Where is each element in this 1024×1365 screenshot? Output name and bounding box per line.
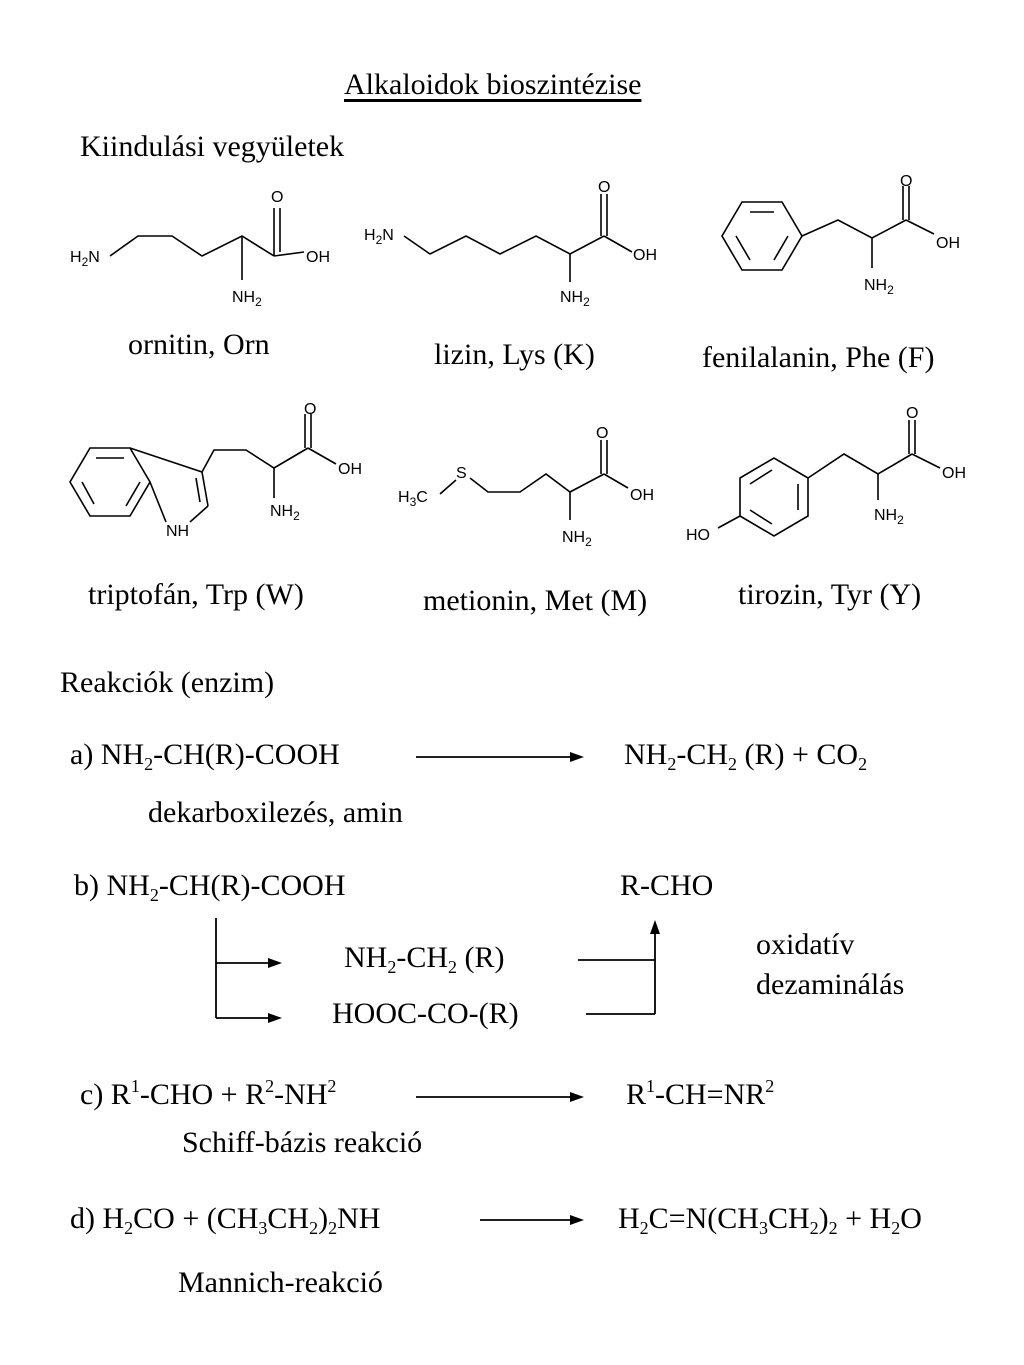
ring-double-bond xyxy=(125,481,141,507)
oh-bond xyxy=(603,235,633,253)
alpha-amine-label: NH2 xyxy=(562,529,592,549)
phenylalanine-structure: O OH NH2 xyxy=(721,173,960,297)
pyrrole-bond xyxy=(149,481,167,523)
oxygen-label: O xyxy=(906,405,918,422)
reactions-header: Reakciók (enzim) xyxy=(60,666,275,699)
ring-double-bond xyxy=(749,469,773,485)
oxygen-label: O xyxy=(598,179,610,196)
reaction-b-intermediate-amine: NH2-CH2 (R) xyxy=(344,941,505,977)
reaction-b-branch-arrows xyxy=(215,918,282,1023)
reaction-a-label: dekarboxilezés, amin xyxy=(148,796,403,829)
oxygen-label: O xyxy=(271,189,283,206)
hydroxyl-label: OH xyxy=(338,461,362,478)
sulfur-label: S xyxy=(456,465,467,482)
reaction-b-label-line1: oxidatív xyxy=(756,928,855,961)
reaction-b-reactant: b) NH2-CH(R)-COOH xyxy=(74,869,346,905)
ring-double-bond xyxy=(735,235,751,261)
reaction-c-reactants: c) R1-CHO + R2-NH2 xyxy=(80,1076,337,1111)
carbon-chain-bond xyxy=(109,235,275,257)
methyl-sulfur-bond xyxy=(439,479,457,495)
amine-group-label: H2N xyxy=(364,227,394,247)
hydroxyl-label: OH xyxy=(630,487,654,504)
reaction-a-arrow xyxy=(416,752,584,762)
reaction-c-label: Schiff-bázis reakció xyxy=(182,1126,423,1159)
oxygen-label: O xyxy=(304,401,316,418)
compound-name-methionine: metionin, Met (M) xyxy=(423,584,648,617)
compound-name-phenylalanine: fenilalanin, Phe (F) xyxy=(702,341,935,374)
ring-double-bond xyxy=(773,235,789,261)
reaction-d-arrow xyxy=(480,1215,584,1225)
compound-name-lysine: lizin, Lys (K) xyxy=(434,338,595,371)
side-chain-bond xyxy=(201,447,309,473)
ornithine-structure: H2N O OH NH2 xyxy=(70,189,330,309)
carbon-chain-bond xyxy=(469,473,605,493)
alpha-amine-label: NH2 xyxy=(270,503,300,523)
page-title: Alkaloidok bioszintézise xyxy=(344,68,642,101)
reaction-d-label: Mannich-reakció xyxy=(178,1266,383,1299)
hydroxyl-label: OH xyxy=(936,235,960,252)
compound-name-tryptophan: triptofán, Trp (W) xyxy=(88,578,304,611)
indole-nh-label: NH xyxy=(166,523,189,540)
hydroxyl-label: OH xyxy=(942,465,966,482)
phenol-oh-label: HO xyxy=(686,527,710,544)
reaction-d-reactants: d) H2CO + (CH3CH2)2NH xyxy=(70,1202,381,1238)
alpha-amine-label: NH2 xyxy=(874,507,904,527)
reaction-b-product: R-CHO xyxy=(620,869,714,902)
starting-compounds-header: Kiindulási vegyületek xyxy=(80,130,345,163)
side-chain-bond xyxy=(807,453,913,479)
reaction-c-product: R1-CH=NR2 xyxy=(626,1076,775,1111)
side-chain-bond xyxy=(801,219,907,239)
amine-group-label: H2N xyxy=(70,249,100,269)
reaction-b-intermediate-ketoacid: HOOC-CO-(R) xyxy=(332,997,519,1030)
oh-bond xyxy=(905,219,935,235)
reaction-b-label-line2: dezaminálás xyxy=(756,968,905,1001)
lysine-structure: H2N O OH NH2 xyxy=(364,179,657,309)
reaction-c-arrow xyxy=(416,1092,584,1102)
oh-bond xyxy=(307,447,337,465)
oh-bond xyxy=(911,453,941,469)
reaction-a-reactant: a) NH2-CH(R)-COOH xyxy=(70,738,340,774)
oxygen-label: O xyxy=(900,173,912,190)
hydroxyl-label: OH xyxy=(306,249,330,266)
alpha-amine-label: NH2 xyxy=(560,289,590,309)
ring-double-bond xyxy=(749,509,773,525)
oh-bond xyxy=(603,473,629,489)
pyrrole-bond xyxy=(189,505,209,523)
reaction-a-product: NH2-CH2 (R) + CO2 xyxy=(624,738,868,774)
compound-name-ornithine: ornitin, Orn xyxy=(128,328,270,361)
benzene-ring xyxy=(721,201,803,271)
methyl-group-label: H3C xyxy=(398,489,428,509)
methionine-structure: H3C S O OH NH2 xyxy=(398,425,654,549)
tyrosine-structure: HO O OH NH2 xyxy=(686,405,966,544)
phenol-bond xyxy=(717,515,741,529)
alpha-amine-label: NH2 xyxy=(232,289,262,309)
reaction-d-product: H2C=N(CH3CH2)2 + H2O xyxy=(618,1202,922,1238)
oxygen-label: O xyxy=(596,425,608,442)
reaction-b-oxidation-arrow xyxy=(578,920,660,1015)
oh-bond xyxy=(273,251,305,257)
ring-double-bond xyxy=(81,481,95,505)
pyrrole-double-bond xyxy=(195,477,201,503)
alpha-amine-label: NH2 xyxy=(864,277,894,297)
hydroxyl-label: OH xyxy=(633,247,657,264)
tryptophan-structure: NH O OH NH2 xyxy=(69,401,362,540)
compound-name-tyrosine: tirozin, Tyr (Y) xyxy=(738,578,922,611)
